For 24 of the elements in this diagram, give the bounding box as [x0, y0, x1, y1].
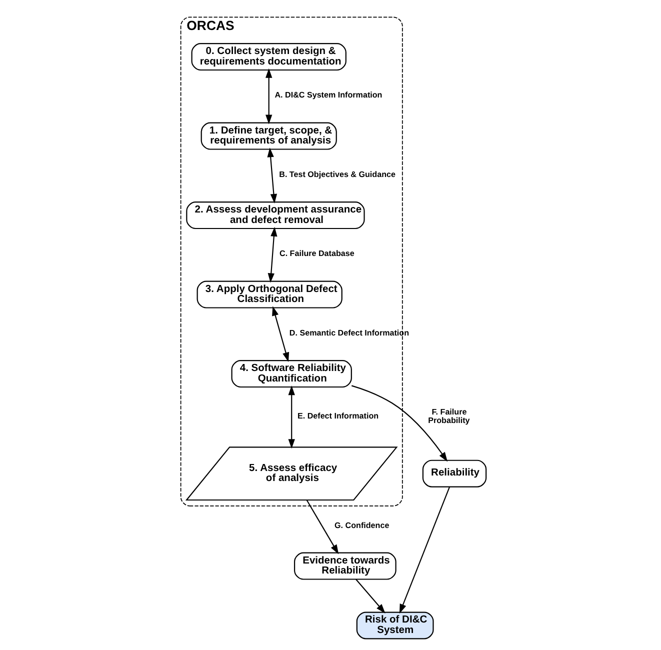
node-box: Reliability [422, 460, 487, 488]
edge-label: E. Defect Information [297, 411, 379, 420]
arrow [356, 579, 386, 614]
arrow [306, 500, 339, 554]
edge-label: A. DI&C System Information [274, 90, 382, 100]
node-box: Evidence towards Reliability [294, 552, 396, 580]
arrow [351, 385, 448, 462]
node-box: Risk of DI&C System [356, 612, 434, 640]
edge-label: G. Confidence [334, 520, 390, 530]
node-box: 3. Apply Orthogonal Defect Classification [196, 280, 342, 308]
node-box: 4. Software Reliability Quantification [231, 360, 352, 388]
node-box: 0. Collect system design & requirements documentation [191, 43, 346, 71]
arrow [266, 68, 272, 124]
edge-label: C. Failure Database [280, 249, 354, 258]
arrow [399, 486, 450, 614]
arrow [267, 148, 278, 204]
arrow [272, 306, 290, 362]
edge-label: D. Semantic Defect Information [289, 328, 410, 338]
node-box: 2. Assess development assurance and defect removal [186, 202, 365, 230]
edge-label: F. Failure Probability [428, 408, 470, 425]
arrow [268, 226, 278, 283]
node-box: 1. Define target, scope, & requirements of analysis [200, 122, 337, 150]
arrow [288, 386, 295, 449]
edge-label: B. Test Objectives & Guidance [279, 170, 396, 179]
